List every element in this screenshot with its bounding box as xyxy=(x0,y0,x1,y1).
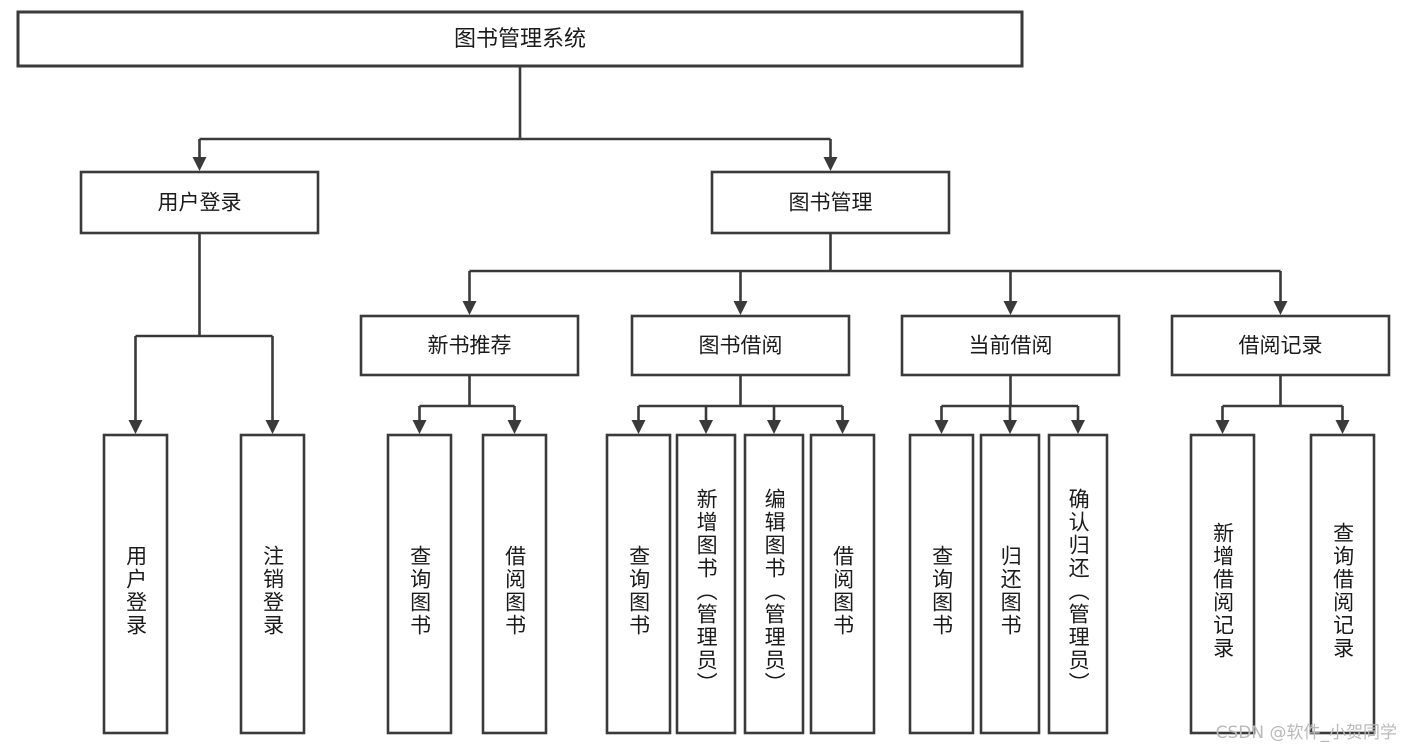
arrowhead-icon xyxy=(412,420,427,434)
arrowhead-icon xyxy=(823,157,838,171)
arrowhead-icon xyxy=(631,420,646,434)
arrowhead-icon xyxy=(767,420,781,434)
node-level2-0-label: 用户登录 xyxy=(158,191,242,215)
leaf-box-8[interactable] xyxy=(908,433,975,735)
arrowhead-icon xyxy=(462,301,477,315)
leaf-box-0[interactable] xyxy=(102,433,169,735)
node-level3-2[interactable] xyxy=(900,314,1121,377)
node-level2-0[interactable] xyxy=(79,170,320,235)
node-level3-2-label: 当前借阅 xyxy=(969,334,1053,358)
arrowhead-icon xyxy=(1071,420,1085,434)
arrowhead-icon xyxy=(1003,301,1018,315)
node-level2-1-label: 图书管理 xyxy=(789,191,873,215)
node-level3-3[interactable] xyxy=(1170,314,1391,377)
arrowhead-icon xyxy=(1003,420,1017,434)
arrowhead-icon xyxy=(699,420,713,434)
arrowhead-icon xyxy=(1215,420,1230,434)
leaf-box-6[interactable] xyxy=(743,433,805,735)
node-root-label: 图书管理系统 xyxy=(454,27,586,52)
watermark: CSDN @软件_小贺同学 xyxy=(1215,723,1397,743)
arrowhead-icon xyxy=(1273,301,1288,315)
leaf-box-12[interactable] xyxy=(1309,433,1376,735)
leaf-box-1[interactable] xyxy=(239,433,306,735)
arrowhead-icon xyxy=(507,420,522,434)
node-level3-0[interactable] xyxy=(359,314,580,377)
leaf-box-7[interactable] xyxy=(809,433,876,735)
arrowhead-icon xyxy=(128,420,143,434)
arrowhead-icon xyxy=(265,420,280,434)
node-level3-0-label: 新书推荐 xyxy=(428,334,512,358)
node-root[interactable] xyxy=(16,10,1024,68)
arrowhead-icon xyxy=(733,301,748,315)
arrowhead-icon xyxy=(934,420,949,434)
leaf-box-2[interactable] xyxy=(386,433,453,735)
leaf-box-5[interactable] xyxy=(675,433,737,735)
arrowhead-icon xyxy=(835,420,850,434)
leaf-box-4[interactable] xyxy=(605,433,672,735)
node-level2-1[interactable] xyxy=(710,170,951,235)
arrowhead-icon xyxy=(192,157,207,171)
leaf-box-11[interactable] xyxy=(1189,433,1256,735)
connector-layer xyxy=(128,66,1350,434)
leaf-box-10[interactable] xyxy=(1047,433,1109,735)
node-level3-3-label: 借阅记录 xyxy=(1239,334,1323,358)
node-level3-1[interactable] xyxy=(630,314,851,377)
leaf-box-3[interactable] xyxy=(481,433,548,735)
node-level3-1-label: 图书借阅 xyxy=(699,334,783,358)
leaf-box-9[interactable] xyxy=(979,433,1041,735)
arrowhead-icon xyxy=(1335,420,1350,434)
